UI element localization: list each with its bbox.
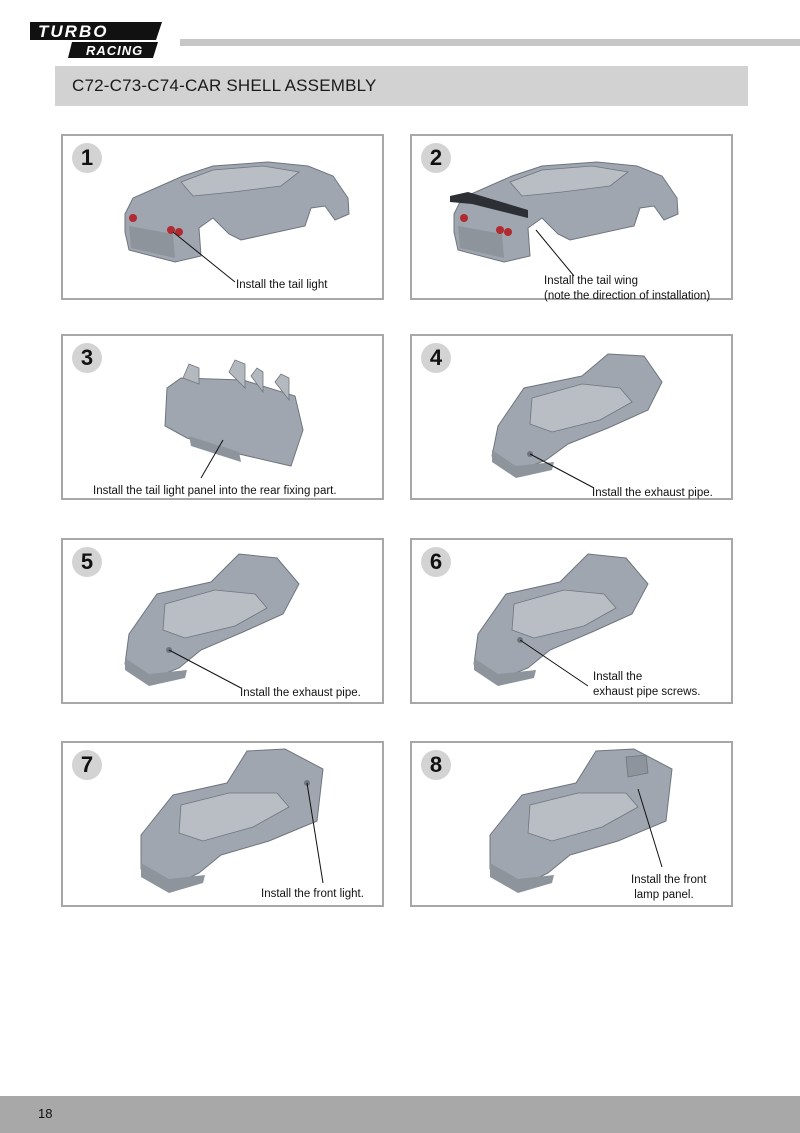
step-caption: Install the tail wing (note the directio… bbox=[544, 274, 710, 304]
step-panel-8: 8 Install the front lamp panel. bbox=[410, 741, 733, 907]
chassis-exhaust-illustration bbox=[124, 553, 300, 689]
caption-line: Install the tail light panel into the re… bbox=[93, 485, 337, 497]
step-panel-4: 4 Install the exhaust pipe. bbox=[410, 334, 733, 500]
caption-line: Install the tail wing bbox=[544, 275, 638, 287]
step-caption: Install the exhaust pipe screws. bbox=[593, 670, 700, 700]
step-number-badge: 6 bbox=[421, 547, 451, 577]
step-number-badge: 5 bbox=[72, 547, 102, 577]
caption-line: Install the exhaust pipe. bbox=[592, 487, 713, 499]
chassis-screws-illustration bbox=[473, 553, 649, 687]
step-panel-7: 7 Install the front light. bbox=[61, 741, 384, 907]
step-number-badge: 1 bbox=[72, 143, 102, 173]
step-panel-5: 5 Install the exhaust pipe. bbox=[61, 538, 384, 704]
caption-line: Install the exhaust pipe. bbox=[240, 687, 361, 699]
caption-line: lamp panel. bbox=[631, 889, 694, 901]
footer-bar: 18 bbox=[0, 1096, 800, 1133]
step-panel-3: 3 Install the tail light panel into the … bbox=[61, 334, 384, 500]
page-number: 18 bbox=[38, 1106, 53, 1121]
caption-line: (note the direction of installation) bbox=[544, 290, 711, 302]
step-caption: Install the exhaust pipe. bbox=[592, 486, 713, 501]
step-caption: Install the front lamp panel. bbox=[631, 873, 706, 903]
step-caption: Install the tail light panel into the re… bbox=[93, 484, 337, 499]
caption-line: Install the tail light bbox=[236, 279, 328, 291]
logo-text-racing: RACING bbox=[86, 43, 143, 58]
car-shell-illustration bbox=[124, 161, 350, 283]
step-panel-1: 1 Install the tail light bbox=[61, 134, 384, 300]
step-caption: Install the tail light bbox=[236, 278, 327, 293]
step-number-badge: 3 bbox=[72, 343, 102, 373]
header-rule bbox=[180, 39, 800, 46]
step-number-badge: 8 bbox=[421, 750, 451, 780]
page-title: C72-C73-C74-CAR SHELL ASSEMBLY bbox=[72, 76, 377, 95]
step-caption: Install the front light. bbox=[261, 887, 364, 902]
step-panel-6: 6 Install the exhaust pipe screws. bbox=[410, 538, 733, 704]
caption-line: Install the front light. bbox=[261, 888, 364, 900]
rear-fixing-part-illustration bbox=[164, 359, 304, 479]
turbo-racing-logo: TURBO RACING bbox=[30, 22, 162, 58]
logo-text-turbo: TURBO bbox=[38, 22, 108, 41]
chassis-exhaust-illustration bbox=[491, 353, 663, 489]
chassis-front-light-illustration bbox=[140, 748, 324, 893]
step-number-badge: 7 bbox=[72, 750, 102, 780]
step-panel-2: 2 Install the tail wing (note the direct… bbox=[410, 134, 733, 302]
step-number-badge: 4 bbox=[421, 343, 451, 373]
caption-line: Install the bbox=[593, 671, 643, 683]
chassis-lamp-panel-illustration bbox=[489, 748, 673, 893]
step-caption: Install the exhaust pipe. bbox=[240, 686, 361, 701]
caption-line: exhaust pipe screws. bbox=[593, 686, 701, 698]
step-number-badge: 2 bbox=[421, 143, 451, 173]
title-bar: C72-C73-C74-CAR SHELL ASSEMBLY bbox=[55, 66, 748, 106]
car-shell-wing-illustration bbox=[450, 161, 679, 277]
caption-line: Install the front bbox=[631, 874, 707, 886]
